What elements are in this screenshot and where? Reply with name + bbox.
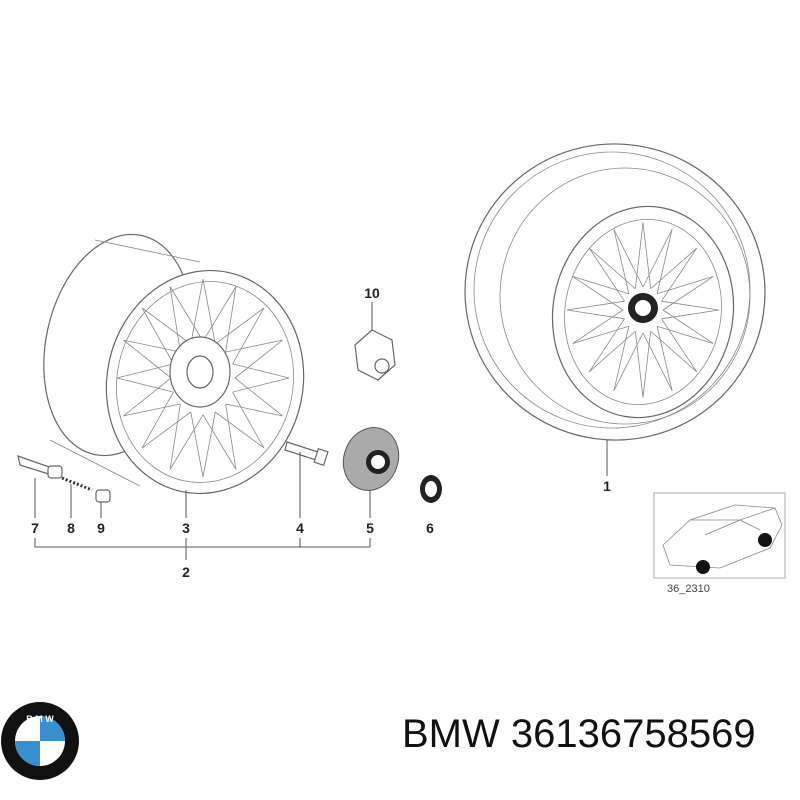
valve-parts-7-8-9 bbox=[17, 455, 111, 503]
svg-text:B M W: B M W bbox=[26, 714, 54, 724]
spoke-line bbox=[650, 229, 698, 294]
spoke-line bbox=[642, 331, 673, 398]
callout-6: 6 bbox=[426, 520, 434, 536]
lock-nut-part-10 bbox=[354, 329, 396, 381]
spoke-line bbox=[566, 309, 625, 344]
spoke-line bbox=[202, 279, 237, 345]
spoke-line bbox=[613, 222, 644, 289]
spoke-line bbox=[661, 309, 720, 344]
spoke-line bbox=[232, 377, 290, 417]
spoke-line bbox=[215, 286, 265, 353]
callout-10: 10 bbox=[364, 285, 380, 301]
wheel-bolt-part-4 bbox=[284, 441, 329, 466]
callout-2: 2 bbox=[182, 564, 190, 580]
spoke-line bbox=[588, 229, 636, 294]
spoke-line bbox=[141, 403, 191, 470]
hub-cap-part-5 bbox=[342, 427, 400, 491]
spoke-line bbox=[642, 222, 673, 289]
callout-4: 4 bbox=[296, 520, 304, 536]
spoke-line bbox=[169, 279, 204, 345]
part-number: BMW 36136758569 bbox=[402, 712, 756, 756]
spoke-line bbox=[141, 286, 191, 353]
callout-8: 8 bbox=[67, 520, 75, 536]
spoke-line bbox=[116, 339, 174, 379]
vehicle-inset: 36_2310 bbox=[653, 492, 786, 595]
callout-1: 1 bbox=[603, 478, 611, 494]
emblem-part-6 bbox=[420, 475, 442, 503]
inset-caption: 36_2310 bbox=[667, 583, 710, 595]
spoke-line bbox=[572, 318, 629, 373]
spoke-line bbox=[169, 411, 204, 477]
callout-7: 7 bbox=[31, 520, 39, 536]
spoke-line bbox=[657, 318, 714, 373]
spoke-line bbox=[588, 326, 636, 391]
leader-lines bbox=[34, 302, 608, 560]
spoke-line bbox=[215, 403, 265, 470]
callout-5: 5 bbox=[366, 520, 374, 536]
complete-wheel-part-1 bbox=[464, 143, 766, 441]
spoke-line bbox=[572, 247, 629, 302]
rim-part-3 bbox=[43, 233, 305, 495]
spoke-line bbox=[123, 307, 181, 365]
callout-9: 9 bbox=[97, 520, 105, 536]
spoke-line bbox=[657, 247, 714, 302]
spoke-line bbox=[123, 391, 181, 449]
spoke-line bbox=[613, 331, 644, 398]
spoke-line bbox=[225, 391, 283, 449]
spoke-line bbox=[225, 307, 283, 365]
spoke-line bbox=[202, 411, 237, 477]
callout-3: 3 bbox=[182, 520, 190, 536]
spoke-line bbox=[566, 276, 625, 311]
spoke-line bbox=[232, 339, 290, 379]
wheel-marker-rear bbox=[758, 533, 772, 547]
spoke-line bbox=[661, 276, 720, 311]
spoke-line bbox=[650, 326, 698, 391]
spoke-line bbox=[116, 377, 174, 417]
bmw-logo: B M W bbox=[1, 702, 79, 780]
wheel-marker-front bbox=[696, 560, 710, 574]
